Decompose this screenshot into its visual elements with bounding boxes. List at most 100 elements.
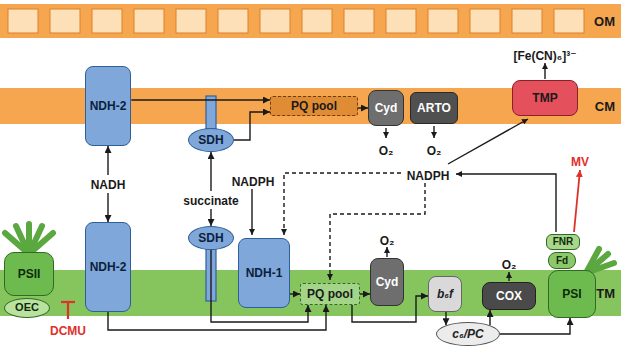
node-text: PQ pool [291, 99, 337, 113]
connector [352, 296, 428, 322]
porin [134, 9, 164, 33]
node-text: SDH [198, 231, 223, 245]
flow-arrow [456, 174, 556, 232]
node-text: Fd [556, 255, 568, 267]
porin [512, 9, 542, 33]
edge-label-patch: succinate [181, 191, 240, 209]
node-text: OEC [15, 301, 39, 314]
label-box: NADPH [407, 166, 450, 184]
porin [92, 9, 122, 33]
node-text: COX [496, 289, 522, 303]
connector [500, 318, 570, 334]
inhibitor-line [67, 303, 69, 319]
label-box: NADPH [232, 172, 275, 190]
edge-label-patch: NADH [89, 175, 128, 193]
free-label: O₂ [379, 144, 394, 158]
edge-label: succinate [183, 194, 238, 208]
porin [50, 9, 80, 33]
protein-box: NDH-2 [85, 66, 132, 146]
flow-arrow [385, 128, 386, 138]
psi-antenna [586, 249, 614, 273]
label-box: O₂ [502, 255, 517, 273]
label-box: MV [571, 152, 589, 170]
free-label: NADPH [232, 175, 275, 189]
node-text: NDH-2 [90, 260, 127, 274]
node-text: CM [595, 99, 615, 114]
porin [302, 9, 332, 33]
connector [445, 312, 446, 325]
connector [211, 250, 308, 322]
free-label: [Fe(CN)₆]³⁻ [513, 49, 576, 63]
connector [131, 99, 270, 100]
node-text: c₆/PC [452, 327, 483, 341]
porins [8, 9, 584, 33]
dashed-arrow [284, 173, 401, 235]
node-text: PSII [18, 267, 41, 281]
connector [360, 293, 370, 294]
node-text: PSI [562, 287, 581, 301]
protein-box: FNR [546, 234, 580, 250]
label-box: O₂ [379, 141, 394, 159]
node-text: b₆f [437, 287, 453, 301]
connector [108, 305, 326, 330]
connector [290, 293, 300, 294]
pool-box: PQ pool [270, 96, 358, 116]
connector [358, 107, 368, 108]
label-box: DCMU [50, 321, 86, 339]
flow-arrow [386, 247, 387, 257]
porin [470, 9, 500, 33]
free-label: DCMU [50, 324, 86, 338]
protein-ellipse: SDH [188, 128, 234, 152]
connector [210, 152, 211, 226]
carrier-ellipse: c₆/PC [436, 322, 500, 346]
transporter-box: TMP [512, 80, 578, 116]
antenna-rod [29, 233, 53, 254]
node-text: Cyd [375, 101, 398, 115]
porin [8, 9, 38, 33]
protein-box: NDH-1 [238, 238, 290, 308]
oxidase-box: COX [482, 282, 536, 310]
porin [554, 9, 584, 33]
sdh-anchor [206, 96, 216, 129]
node-text: FNR [553, 236, 574, 248]
antenna-rod [586, 263, 614, 273]
node-text: NDH-2 [90, 99, 127, 113]
node-text: NDH-1 [246, 266, 283, 280]
free-label: MV [571, 155, 589, 169]
connector [489, 310, 490, 325]
porin [428, 9, 458, 33]
flow-arrow [448, 119, 528, 164]
protein-ellipse: SDH [188, 226, 234, 250]
node-text: TMP [532, 91, 557, 105]
connector [234, 112, 270, 140]
flow-arrow [508, 272, 509, 281]
porin [386, 9, 416, 33]
flow-arrow [544, 63, 545, 79]
porin [218, 9, 248, 33]
oxidase-box: Cyd [370, 258, 404, 306]
flow-arrow [251, 189, 252, 235]
porin [344, 9, 374, 33]
label-box: O₂ [427, 141, 442, 159]
node-text: OM [594, 14, 615, 29]
free-label: O₂ [380, 234, 395, 248]
oxidase-box: Cyd [368, 90, 404, 126]
inhibitor-tee [61, 301, 75, 303]
edge-label: NADH [91, 178, 126, 192]
free-label: O₂ [427, 144, 442, 158]
oxidase-box: ARTO [410, 92, 458, 124]
node-text: ARTO [417, 101, 451, 115]
porin [260, 9, 290, 33]
protein-box: Fd [548, 252, 576, 269]
flow-arrow [433, 126, 434, 138]
label-box: O₂ [380, 231, 395, 249]
inhibitor-bar [61, 302, 75, 319]
porin [176, 9, 206, 33]
node-text: PQ pool [307, 287, 353, 301]
inhibitor-arrow [574, 170, 580, 232]
free-label: NADPH [407, 169, 450, 183]
free-label: O₂ [502, 258, 517, 272]
node-text: Cyd [376, 275, 399, 289]
node-text: TM [596, 286, 615, 301]
complex-box: b₆f [428, 276, 462, 312]
